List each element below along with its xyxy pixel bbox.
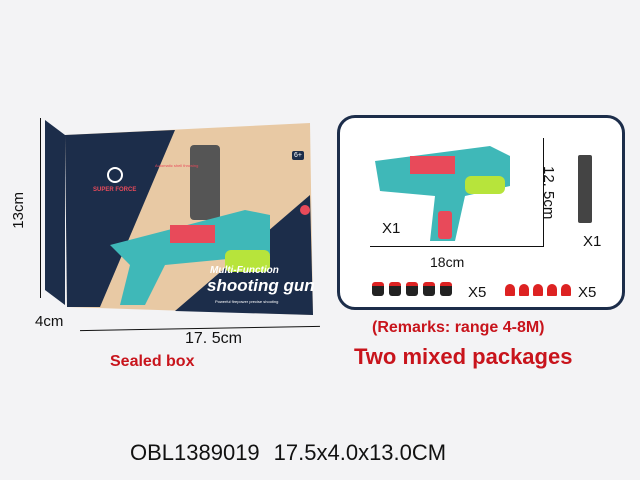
black-darts: [372, 282, 452, 296]
red-dart-icon: [561, 284, 571, 296]
box-depth-label: 4cm: [35, 313, 64, 330]
gun-length-label: 18cm: [430, 254, 465, 270]
red-dart-icon: [533, 284, 543, 296]
packages-note: Two mixed packages: [354, 344, 573, 369]
box-title-line1: Multi-Function: [210, 265, 279, 276]
magazine-illustration: [578, 155, 592, 223]
box-height-label: 13cm: [10, 192, 27, 229]
sealed-box-label: Sealed box: [110, 353, 195, 370]
footer: OBL1389019 17.5x4.0x13.0CM: [130, 440, 446, 466]
black-dart-icon: [389, 282, 401, 296]
gun-height-line: [543, 138, 544, 246]
box-title-line2: shooting gun: [207, 276, 315, 295]
black-dart-icon: [406, 282, 418, 296]
gun-height-label: 12. 5cm: [540, 166, 557, 220]
box-feature-label: Automatic shell throwing: [155, 163, 199, 168]
box-age-badge: 6+: [292, 151, 304, 160]
box-width-label: 17. 5cm: [185, 330, 242, 347]
red-darts: [505, 284, 571, 296]
magazine-qty: X1: [583, 233, 602, 250]
box-brand: SUPER FORCE: [93, 187, 137, 193]
box-tagline: Powerful firepower precise shooting: [215, 299, 279, 304]
gun-length-line: [370, 246, 544, 247]
sku: OBL1389019: [130, 440, 260, 465]
red-dart-icon: [547, 284, 557, 296]
black-darts-qty: X5: [468, 284, 487, 301]
height-line: [40, 118, 41, 298]
package-size: 17.5x4.0x13.0CM: [273, 440, 447, 465]
red-dart-icon: [519, 284, 529, 296]
contents-panel: X1 12. 5cm 18cm X1 X5 X5: [337, 115, 625, 310]
product-box: SUPER FORCE Automatic shell throwing 6+ …: [45, 115, 315, 325]
black-dart-icon: [372, 282, 384, 296]
black-dart-icon: [440, 282, 452, 296]
red-darts-qty: X5: [578, 284, 597, 301]
gun-qty: X1: [382, 220, 401, 237]
red-dart-icon: [505, 284, 515, 296]
box-illustration: [45, 120, 313, 315]
remarks-text: (Remarks: range 4-8M): [372, 319, 545, 336]
black-dart-icon: [423, 282, 435, 296]
gun-illustration: [375, 146, 510, 241]
